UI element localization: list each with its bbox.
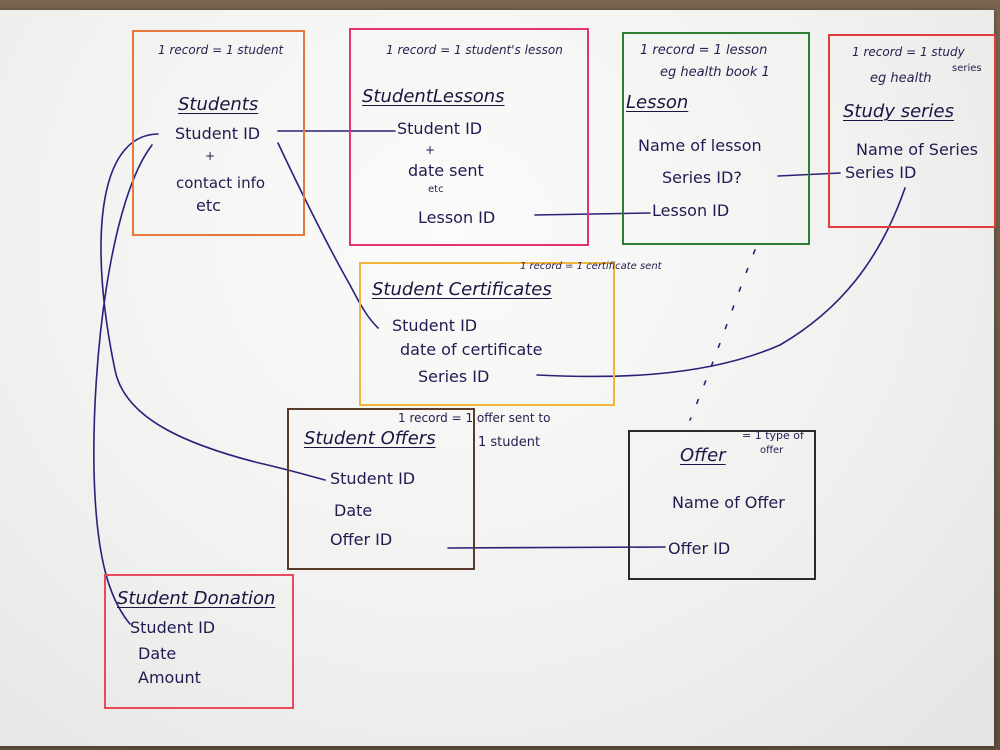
offers-title: Student Offers [304,428,436,449]
offers-record-note: 1 record = 1 offer sent to [398,411,551,425]
studentlessons-field-plus: + [425,143,436,157]
students-field-etc: etc [196,196,221,215]
studyseries-example-note: eg health [870,71,932,86]
offer-title: Offer [680,445,726,466]
table-study-series [828,34,996,228]
studentlessons-record-note: 1 record = 1 student's lesson [386,43,563,57]
offers-field-date: Date [334,501,373,520]
lesson-title: Lesson [626,92,689,113]
link-students-certificates [277,142,379,329]
table-student-offers [287,408,475,570]
dashed-guide-lesson-offer [689,249,756,421]
studentlessons-field-etc: etc [428,184,444,195]
certificates-field-student-id: Student ID [392,316,478,335]
studyseries-record-note-series: series [952,63,982,74]
students-field-contact-info: contact info [176,174,266,192]
students-field-student-id: Student ID [175,124,261,143]
table-students [132,30,305,236]
students-title: Students [178,94,259,115]
table-student-donation [104,574,294,709]
offer-field-offer-id: Offer ID [668,539,731,558]
lesson-field-name: Name of lesson [638,136,762,155]
studyseries-field-series-id: Series ID [845,163,917,182]
table-student-lessons [349,28,589,246]
certificates-field-series-id: Series ID [418,367,490,386]
offer-record-note-2: offer [760,445,784,456]
lesson-field-lesson-id: Lesson ID [652,201,730,220]
offer-field-name: Name of Offer [672,493,785,512]
offers-field-student-id: Student ID [330,469,416,488]
studyseries-record-note: 1 record = 1 study [852,45,965,59]
lesson-record-note: 1 record = 1 lesson [640,43,768,58]
studentlessons-title: StudentLessons [362,86,505,107]
certificates-field-date: date of certificate [400,340,543,359]
table-lesson [622,32,810,245]
link-studentlessons-lesson [534,212,651,216]
certificates-record-note: 1 record = 1 certificate sent [520,261,662,272]
lesson-field-series-id: Series ID? [662,168,742,187]
studentlessons-field-student-id: Student ID [397,119,483,138]
table-student-certificates [359,262,615,406]
donation-title: Student Donation [117,588,276,609]
certificates-title: Student Certificates [372,279,552,300]
offer-record-note: = 1 type of [742,429,804,442]
donation-field-student-id: Student ID [130,618,216,637]
table-offer [628,430,816,580]
donation-field-amount: Amount [138,668,201,687]
link-studyseries-certificates [536,187,906,378]
studyseries-field-name: Name of Series [856,140,978,159]
offers-record-note-2: 1 student [478,435,541,450]
studyseries-title: Study series [843,101,954,122]
studentlessons-field-date-sent: date sent [408,161,484,180]
lesson-example-note: eg health book 1 [660,65,770,80]
students-field-plus: + [205,149,216,163]
link-students-donation [93,144,153,625]
studentlessons-field-lesson-id: Lesson ID [418,208,496,227]
donation-field-date: Date [138,644,177,663]
students-record-note: 1 record = 1 student [158,43,284,57]
offers-field-offer-id: Offer ID [330,530,393,549]
link-students-offers [100,133,326,481]
